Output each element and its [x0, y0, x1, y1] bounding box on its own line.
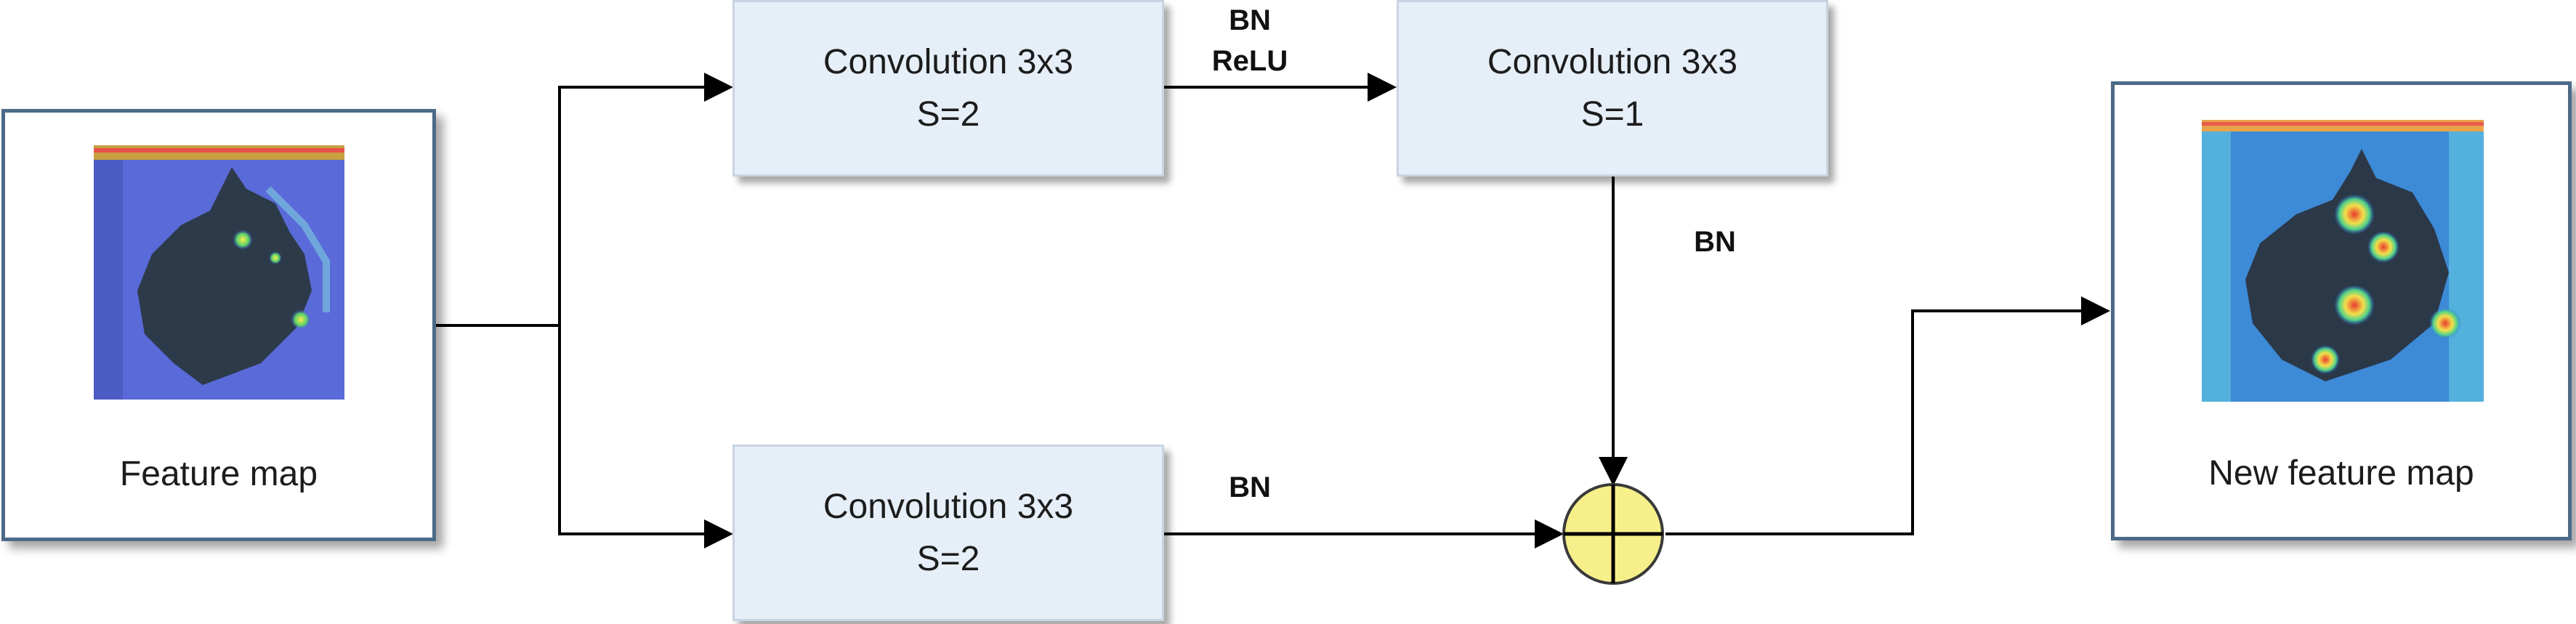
conv-top-left-box: Convolution 3x3 S=2: [732, 0, 1164, 177]
conv-top-right-title: Convolution 3x3: [1487, 42, 1738, 81]
conv-bottom-box: Convolution 3x3 S=2: [732, 445, 1164, 621]
conv-top-left-title: Convolution 3x3: [823, 42, 1074, 81]
output-feature-map-card: New feature map: [2111, 81, 2572, 540]
top-bn-label: BN: [1229, 4, 1271, 36]
conv-bottom-title: Convolution 3x3: [823, 487, 1074, 526]
bottom-bn-label: BN: [1229, 471, 1271, 503]
top-edge-label: BN ReLU: [1192, 0, 1308, 81]
input-caption: Feature map: [119, 455, 318, 493]
adder-to-output-arrow: [1665, 296, 2110, 535]
output-caption: New feature map: [2208, 454, 2474, 493]
conv-top-left-stride: S=2: [916, 94, 980, 134]
conv-top-right-stride: S=1: [1580, 94, 1644, 134]
conv-top-right-box: Convolution 3x3 S=1: [1397, 0, 1828, 177]
output-heatmap-image: [2202, 120, 2484, 402]
top-relu-label: ReLU: [1211, 45, 1288, 77]
input-heatmap-image: [94, 145, 344, 400]
adder-plus-icon: [1562, 483, 1664, 585]
vertical-bn-label: BN: [1694, 226, 1736, 258]
conv-bottom-stride: S=2: [916, 539, 980, 578]
split-to-bottom-conv-arrow: [558, 325, 733, 548]
input-feature-map-card: Feature map: [1, 109, 436, 541]
split-to-top-conv-arrow: [558, 73, 733, 325]
